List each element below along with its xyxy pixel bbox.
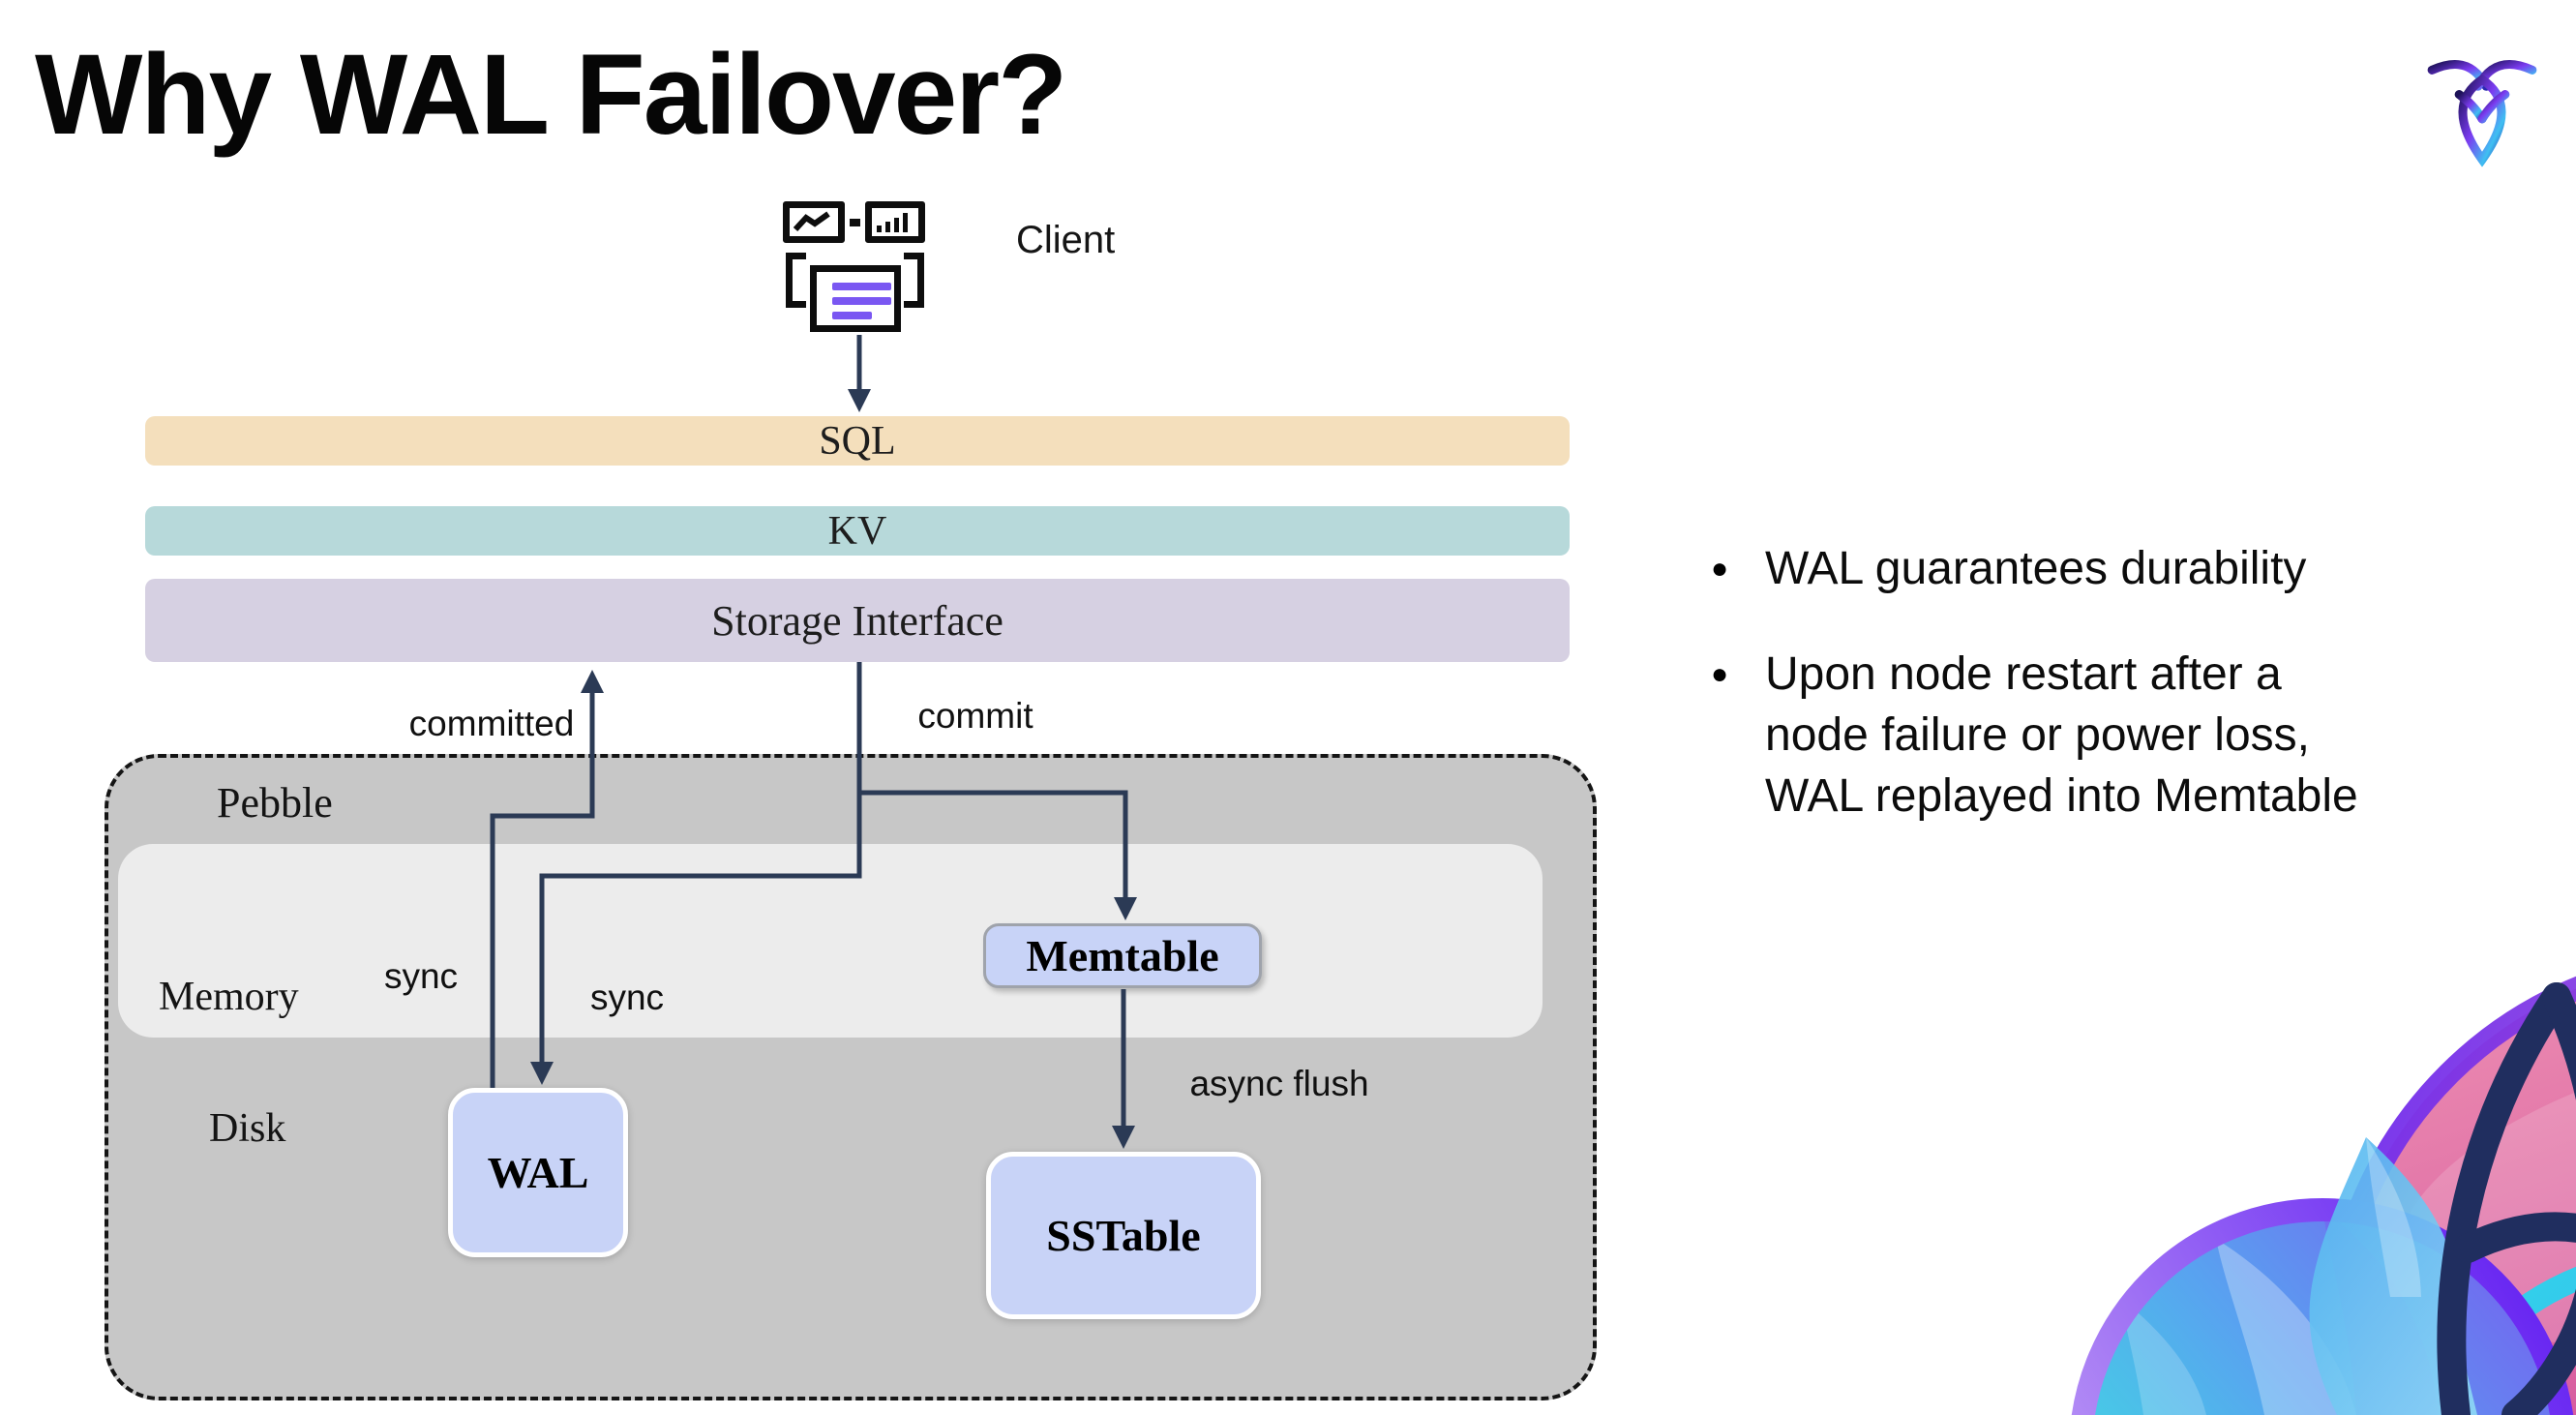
bullet-line: WAL guarantees durability — [1765, 543, 2307, 594]
bullet-line: WAL replayed into Memtable — [1765, 770, 2358, 822]
committed-label: committed — [408, 704, 575, 743]
bullet-dot-icon: ● — [1711, 658, 1729, 690]
sync-label-left: sync — [383, 956, 459, 996]
right-bracket-icon — [904, 253, 924, 308]
left-bracket-icon — [786, 253, 806, 308]
document-icon — [810, 265, 901, 332]
memtable-node: Memtable — [983, 923, 1262, 988]
list-item: ● WAL guarantees durability — [1711, 538, 2576, 599]
memory-label: Memory — [159, 975, 299, 1019]
layer-kv: KV — [145, 506, 1570, 556]
layer-storage-label: Storage Interface — [711, 596, 1003, 645]
dash-connector-icon — [850, 219, 860, 226]
memory-band — [118, 844, 1543, 1038]
bullet-text: Upon node restart after a node failure o… — [1765, 644, 2404, 827]
wal-node-label: WAL — [487, 1148, 589, 1197]
layer-sql: SQL — [145, 416, 1570, 466]
sstable-node-label: SSTable — [1046, 1211, 1201, 1260]
bullet-text: WAL guarantees durability — [1765, 538, 2404, 599]
brand-artwork — [2071, 976, 2576, 1415]
commit-label: commit — [917, 696, 1033, 736]
list-item: ● Upon node restart after a node failure… — [1711, 644, 2576, 827]
layer-sql-label: SQL — [819, 418, 896, 464]
bullet-line: Upon node restart after a — [1765, 648, 2282, 700]
bullet-dot-icon: ● — [1711, 553, 1729, 585]
async-flush-label: async flush — [1189, 1064, 1369, 1103]
layer-kv-label: KV — [827, 508, 887, 554]
cockroachdb-logo-icon — [2427, 59, 2537, 167]
wal-node: WAL — [448, 1088, 628, 1257]
bullet-list: ● WAL guarantees durability ● Upon node … — [1711, 538, 2576, 871]
layer-storage-interface: Storage Interface — [145, 579, 1570, 662]
bullet-line: node failure or power loss, — [1765, 709, 2310, 761]
disk-label: Disk — [209, 1106, 286, 1151]
client-label: Client — [1016, 219, 1116, 261]
bar-chart-icon — [865, 201, 925, 243]
pebble-label: Pebble — [217, 779, 333, 827]
page-title: Why WAL Failover? — [35, 31, 1067, 159]
memtable-node-label: Memtable — [1026, 931, 1219, 980]
sstable-node: SSTable — [986, 1152, 1261, 1319]
line-chart-icon — [783, 201, 845, 243]
sync-label-right: sync — [589, 978, 665, 1017]
